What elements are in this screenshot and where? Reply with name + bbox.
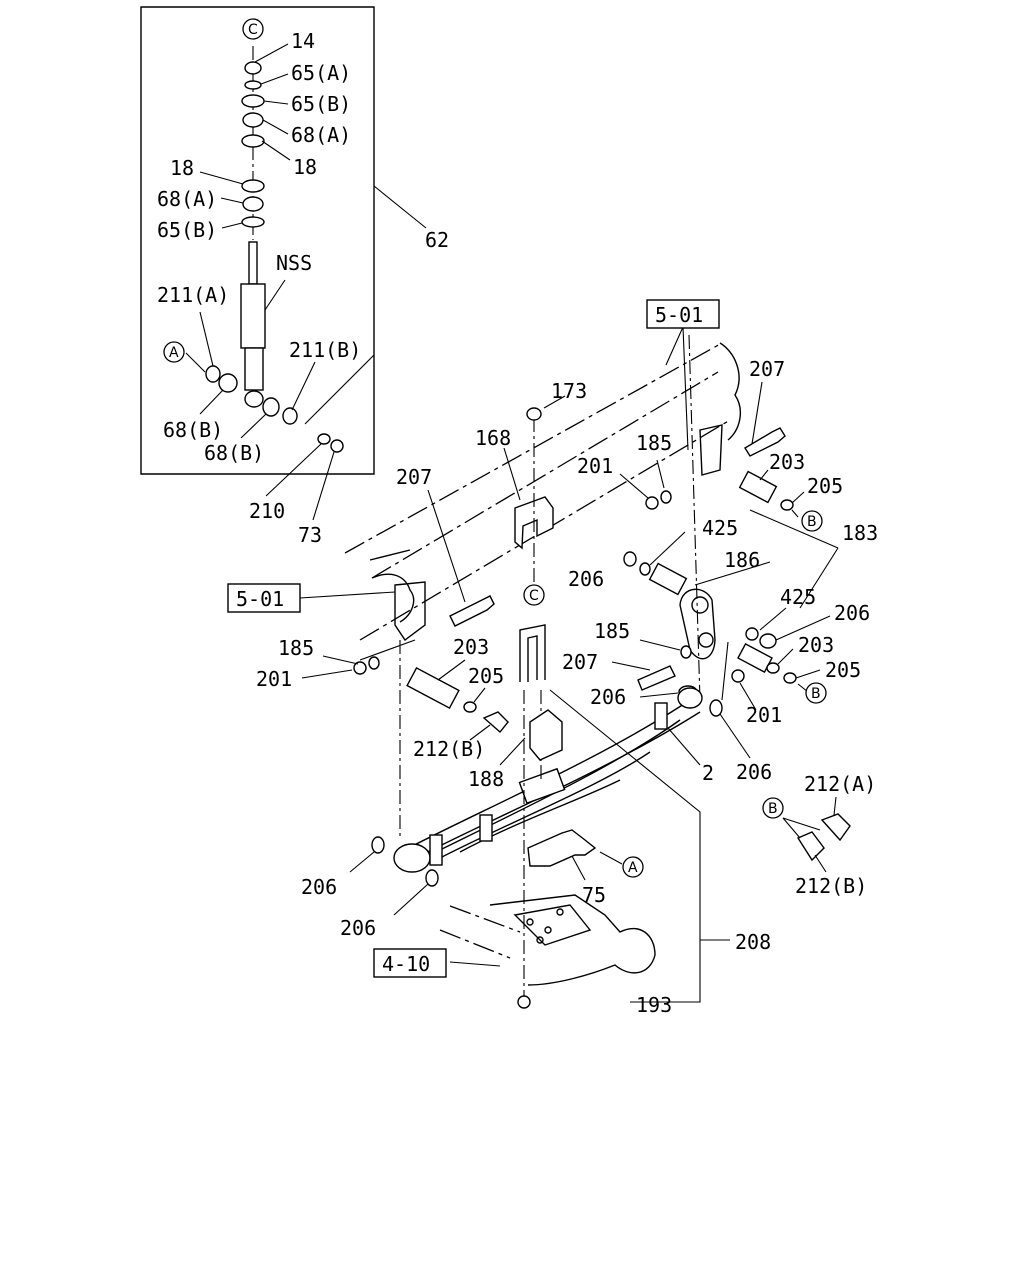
callout-a-right: A: [622, 856, 644, 878]
axle-spring-seat: [439, 894, 656, 1009]
part-label: 68(A): [291, 123, 351, 147]
shock-absorber-inset: [140, 6, 427, 475]
part-label: 203: [453, 635, 489, 659]
part-label: 2: [702, 761, 714, 785]
bushing-icon: [242, 112, 264, 128]
svg-text:B: B: [811, 686, 821, 702]
part-label: 173: [551, 379, 587, 403]
part-labels: 14 65(A) 65(B) 68(A) 18 18 68(A) 65(B) N…: [157, 29, 878, 1017]
part-label: 205: [825, 658, 861, 682]
washer-icon: [244, 80, 262, 90]
bushing-icon: [242, 196, 264, 212]
shock-mount-bracket-icon: [527, 829, 597, 867]
part-label: 212(B): [413, 737, 485, 761]
part-label: 18: [293, 155, 317, 179]
part-label: 207: [562, 650, 598, 674]
svg-text:B: B: [768, 801, 778, 817]
part-label: 14: [291, 29, 315, 53]
part-label: NSS: [276, 251, 312, 275]
part-label: 185: [594, 619, 630, 643]
u-bolt-icon: [519, 624, 730, 1003]
part-label: 205: [807, 474, 843, 498]
washer-icon: [241, 134, 265, 148]
part-label: 201: [577, 454, 613, 478]
part-label: 425: [780, 585, 816, 609]
part-label: 68(A): [157, 187, 217, 211]
bump-stopper-icon: [529, 709, 563, 761]
part-label: 201: [746, 703, 782, 727]
part-label: 208: [735, 930, 771, 954]
grease-nipple-icons: [782, 796, 851, 873]
callout-b-2: B: [805, 682, 827, 704]
part-label: 188: [468, 767, 504, 791]
part-label: 65(B): [157, 218, 217, 242]
part-label: 62: [425, 228, 449, 252]
svg-text:A: A: [628, 860, 638, 876]
washer-icon: [241, 179, 265, 193]
part-label: 183: [842, 521, 878, 545]
part-label: 206: [340, 916, 376, 940]
part-label: 211(B): [289, 338, 361, 362]
part-label: 73: [298, 523, 322, 547]
callout-b-3: B: [762, 797, 784, 819]
ref-label: 4-10: [382, 952, 430, 976]
part-label: 75: [582, 883, 606, 907]
ref-box-5-01-left[interactable]: 5-01: [227, 583, 301, 613]
ref-label: 5-01: [655, 303, 703, 327]
bracket-icon: [503, 395, 566, 585]
leaf-spring-icon: [393, 687, 703, 873]
part-label: 206: [834, 601, 870, 625]
ref-box-5-01-top[interactable]: 5-01: [646, 299, 720, 329]
svg-text:C: C: [529, 588, 539, 604]
part-label: 210: [249, 499, 285, 523]
part-label: 185: [278, 636, 314, 660]
part-label: 201: [256, 667, 292, 691]
front-bracket-assembly: [301, 489, 509, 840]
svg-text:C: C: [248, 22, 258, 38]
ref-box-4-10[interactable]: 4-10: [373, 948, 447, 978]
part-label: 212(B): [795, 874, 867, 898]
washer-icon: [241, 94, 265, 108]
part-label: 206: [736, 760, 772, 784]
part-label: 65(A): [291, 61, 351, 85]
callout-b-1: B: [801, 510, 823, 532]
part-label: 65(B): [291, 92, 351, 116]
part-label: 68(B): [204, 441, 264, 465]
part-label: 203: [769, 450, 805, 474]
callout-c-top: C: [242, 18, 264, 40]
frame-rail: [344, 342, 742, 642]
part-label: 212(A): [804, 772, 876, 796]
part-label: 206: [301, 875, 337, 899]
part-label: 211(A): [157, 283, 229, 307]
part-label: 205: [468, 664, 504, 688]
part-label: 186: [724, 548, 760, 572]
washer-icon: [241, 216, 265, 228]
part-label: 425: [702, 516, 738, 540]
part-label: 207: [396, 465, 432, 489]
part-label: 168: [475, 426, 511, 450]
part-label: 68(B): [163, 418, 223, 442]
part-label: 206: [590, 685, 626, 709]
svg-text:B: B: [807, 514, 817, 530]
callout-a-left: A: [163, 341, 185, 363]
part-label: 18: [170, 156, 194, 180]
part-label: 207: [749, 357, 785, 381]
shock-absorber-icon: [240, 241, 266, 408]
svg-text:A: A: [169, 345, 179, 361]
part-label: 185: [636, 431, 672, 455]
ref-label: 5-01: [236, 587, 284, 611]
part-label: 203: [798, 633, 834, 657]
nut-icon: [244, 61, 262, 75]
part-label: 193: [636, 993, 672, 1017]
callout-c-bottom: C: [523, 584, 545, 606]
part-label: 206: [568, 567, 604, 591]
